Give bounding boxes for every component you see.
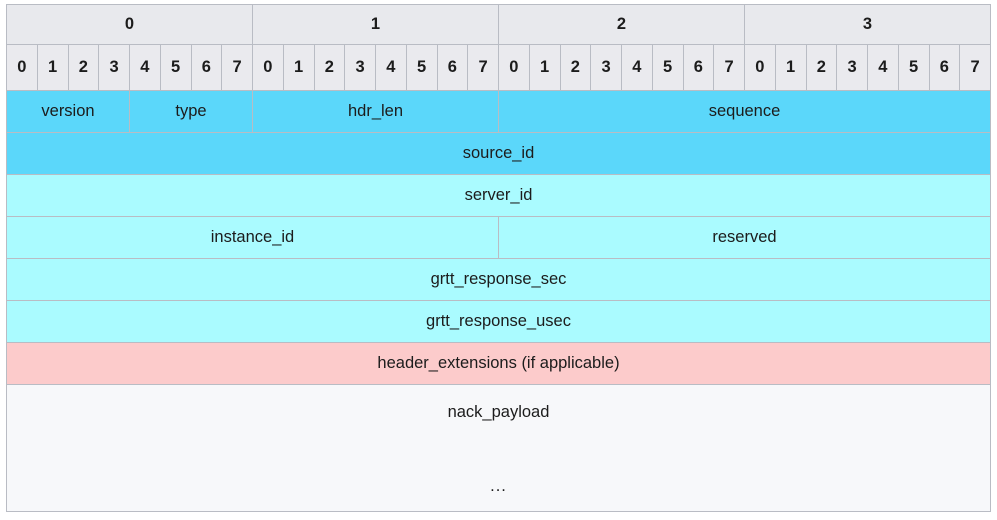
payload-row: nack_payload...	[6, 384, 991, 512]
bit-offset-label-12: 4	[375, 44, 407, 91]
bit-offset-label-0: 0	[6, 44, 38, 91]
bit-offset-label-7: 7	[221, 44, 253, 91]
bit-offset-label-19: 3	[590, 44, 622, 91]
bit-offset-label-3: 3	[98, 44, 130, 91]
bit-offset-label-15: 7	[467, 44, 499, 91]
bit-offset-label-27: 3	[836, 44, 868, 91]
byte-offset-label-1: 1	[252, 4, 499, 45]
bit-offset-label-26: 2	[805, 44, 838, 91]
bit-offset-label-21: 5	[651, 44, 684, 91]
bit-offset-label-16: 0	[498, 44, 530, 91]
field-row: source_id	[6, 132, 991, 175]
field-type: type	[129, 90, 253, 133]
field-instance_id: instance_id	[6, 216, 499, 259]
bit-offset-label-6: 6	[190, 44, 223, 91]
byte-offset-label-3: 3	[744, 4, 991, 45]
payload-ellipsis: ...	[490, 477, 507, 495]
payload-label: nack_payload	[447, 403, 550, 421]
bit-offset-label-11: 3	[344, 44, 376, 91]
field-grtt_response_usec: grtt_response_usec	[6, 300, 991, 343]
field-nack_payload: nack_payload...	[6, 384, 991, 512]
bit-offset-label-18: 2	[559, 44, 592, 91]
field-row: header_extensions (if applicable)	[6, 342, 991, 385]
byte-offset-label-0: 0	[6, 4, 253, 45]
bit-offset-label-31: 7	[959, 44, 991, 91]
bit-offset-label-22: 6	[682, 44, 715, 91]
bit-offset-label-1: 1	[36, 44, 69, 91]
bit-offset-label-24: 0	[744, 44, 776, 91]
bit-offset-label-30: 6	[928, 44, 961, 91]
field-hdr_len: hdr_len	[252, 90, 499, 133]
byte-offset-label-2: 2	[498, 4, 745, 45]
bit-offset-label-14: 6	[436, 44, 469, 91]
bit-offset-label-10: 2	[313, 44, 346, 91]
field-server_id: server_id	[6, 174, 991, 217]
bit-offset-label-28: 4	[867, 44, 899, 91]
bit-offset-label-2: 2	[67, 44, 100, 91]
bit-offset-label-8: 0	[252, 44, 284, 91]
bit-offset-label-20: 4	[621, 44, 653, 91]
payload-container: nack_payload...	[7, 385, 990, 511]
field-sequence: sequence	[498, 90, 991, 133]
bit-offset-label-9: 1	[282, 44, 315, 91]
bit-offset-label-13: 5	[405, 44, 438, 91]
field-row: server_id	[6, 174, 991, 217]
bit-offset-label-25: 1	[774, 44, 807, 91]
bit-offset-label-29: 5	[897, 44, 930, 91]
bit-offset-label-4: 4	[129, 44, 161, 91]
field-grtt_response_sec: grtt_response_sec	[6, 258, 991, 301]
field-version: version	[6, 90, 130, 133]
field-reserved: reserved	[498, 216, 991, 259]
field-row: grtt_response_usec	[6, 300, 991, 343]
field-source_id: source_id	[6, 132, 991, 175]
field-row: grtt_response_sec	[6, 258, 991, 301]
bit-offset-label-5: 5	[159, 44, 192, 91]
field-header_extensions: header_extensions (if applicable)	[6, 342, 991, 385]
bit-offset-label-17: 1	[528, 44, 561, 91]
bit-offset-label-23: 7	[713, 44, 745, 91]
